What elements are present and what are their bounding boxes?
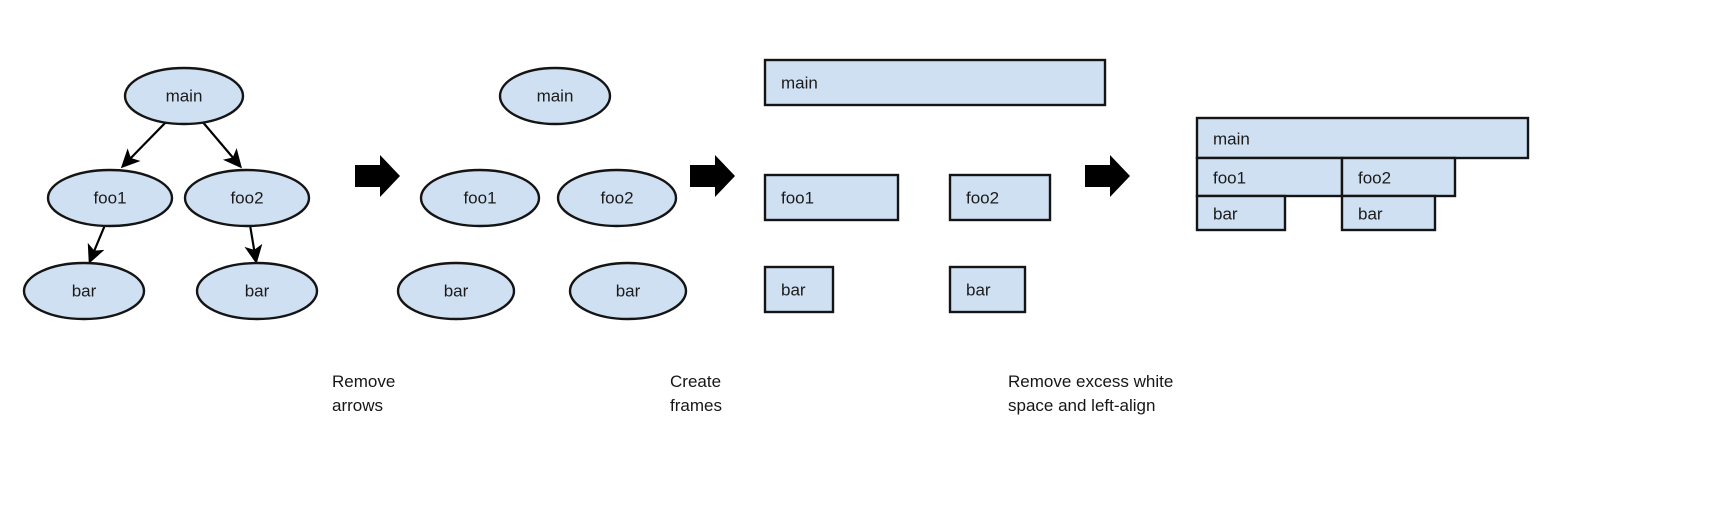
flame-frame-bar-right[interactable]: bar: [1340, 194, 1437, 232]
panel-frames: main foo1 foo2 bar bar: [763, 58, 1107, 314]
node-label: bar: [72, 282, 97, 301]
frame-label: bar: [1358, 205, 1383, 224]
node-main[interactable]: main: [123, 66, 245, 126]
node-shape-ellipse: [22, 261, 146, 321]
node-label: foo1: [93, 189, 126, 208]
frame-main[interactable]: main: [763, 58, 1107, 107]
frame-label: bar: [966, 281, 991, 300]
node-label: foo2: [600, 189, 633, 208]
frame-label: main: [1213, 130, 1250, 149]
arrow-3-icon: [1085, 155, 1130, 197]
frame-shape-rect: [948, 265, 1027, 314]
node-shape-ellipse: [419, 168, 541, 228]
node-label: bar: [444, 282, 469, 301]
flame-frame-foo2[interactable]: foo2: [1340, 156, 1457, 198]
frame-label: foo1: [781, 189, 814, 208]
edge-foo1-bar1: [87, 224, 107, 264]
frame-shape-rect: [1195, 194, 1287, 232]
edge-main-foo2: [200, 119, 242, 169]
panel-ellipses-no-arrows: main foo1 foo2 bar bar: [396, 66, 688, 321]
frame-label: bar: [1213, 205, 1238, 224]
tree-edges: [87, 119, 263, 265]
frame-shape-rect: [948, 173, 1052, 222]
frame-label: foo2: [966, 189, 999, 208]
node-label: bar: [245, 282, 270, 301]
flame-frame-main[interactable]: main: [1195, 116, 1530, 160]
node-label: bar: [616, 282, 641, 301]
frame-foo2[interactable]: foo2: [948, 173, 1052, 222]
node-shape-ellipse: [195, 261, 319, 321]
arrow-2-icon: [690, 155, 735, 197]
edge-foo2-bar2: [244, 224, 263, 265]
node-label: foo1: [463, 189, 496, 208]
caption-create-frames: Create frames: [670, 372, 722, 415]
panel-call-tree: main foo1 foo2 bar bar: [22, 66, 319, 321]
node-bar-left[interactable]: bar: [22, 261, 146, 321]
node-shape-ellipse: [556, 168, 678, 228]
frame-label: foo1: [1213, 169, 1246, 188]
node-shape-ellipse: [498, 66, 612, 126]
node-bar-left[interactable]: bar: [396, 261, 516, 321]
node-main[interactable]: main: [498, 66, 612, 126]
frame-shape-rect: [763, 265, 835, 314]
frame-label: main: [781, 74, 818, 93]
node-shape-ellipse: [568, 261, 688, 321]
node-foo2[interactable]: foo2: [183, 168, 311, 228]
frame-label: bar: [781, 281, 806, 300]
frame-foo1[interactable]: foo1: [763, 173, 900, 222]
node-shape-ellipse: [396, 261, 516, 321]
node-shape-ellipse: [123, 66, 245, 126]
frame-bar-left[interactable]: bar: [763, 265, 835, 314]
node-shape-ellipse: [183, 168, 311, 228]
arrow-1-icon: [355, 155, 400, 197]
frame-shape-rect: [763, 58, 1107, 107]
caption-remove-whitespace: Remove excess white space and left-align: [1008, 372, 1174, 415]
frame-label: foo2: [1358, 169, 1391, 188]
node-foo2[interactable]: foo2: [556, 168, 678, 228]
node-foo1[interactable]: foo1: [419, 168, 541, 228]
frame-shape-rect: [763, 173, 900, 222]
frame-bar-right[interactable]: bar: [948, 265, 1027, 314]
frame-shape-rect: [1340, 194, 1437, 232]
flame-frame-bar-left[interactable]: bar: [1195, 194, 1287, 232]
node-label: main: [537, 87, 574, 106]
edge-main-foo1: [120, 119, 169, 169]
node-shape-ellipse: [46, 168, 174, 228]
node-foo1[interactable]: foo1: [46, 168, 174, 228]
node-bar-right[interactable]: bar: [195, 261, 319, 321]
frame-shape-rect: [1195, 116, 1530, 160]
node-bar-right[interactable]: bar: [568, 261, 688, 321]
flame-frame-foo1[interactable]: foo1: [1195, 156, 1344, 198]
caption-remove-arrows: Remove arrows: [332, 372, 396, 415]
node-label: main: [166, 87, 203, 106]
panel-flame-graph: main foo1 foo2 bar bar: [1195, 116, 1530, 232]
node-label: foo2: [230, 189, 263, 208]
